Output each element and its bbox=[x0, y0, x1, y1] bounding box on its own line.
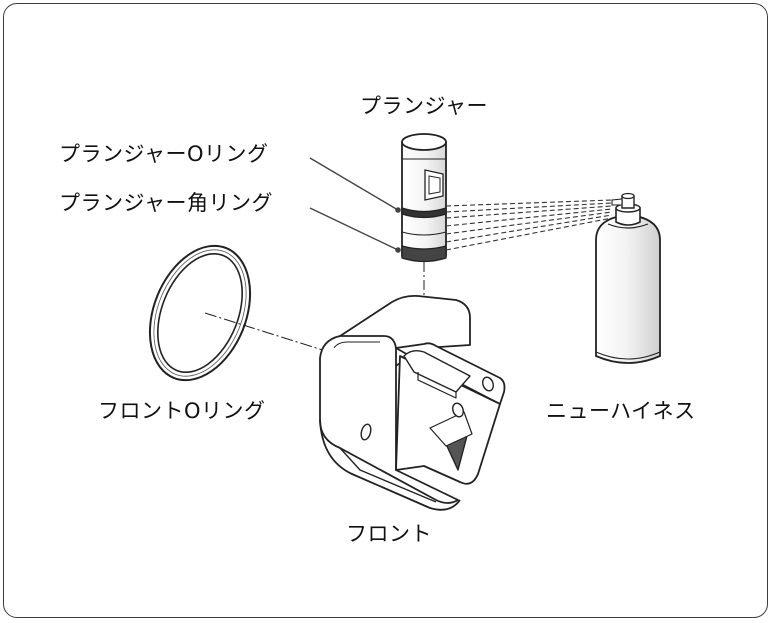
plunger bbox=[401, 133, 447, 300]
label-spray: ニューハイネス bbox=[546, 399, 696, 423]
label-plunger: プランジャー bbox=[360, 94, 488, 118]
label-front-o-ring: フロントOリング bbox=[98, 399, 266, 423]
front-o-ring bbox=[148, 244, 252, 382]
spray-can bbox=[595, 192, 661, 364]
spray-lines bbox=[445, 199, 613, 251]
plunger-o-ring-band bbox=[401, 207, 447, 219]
leader-dot-o-ring bbox=[395, 207, 401, 213]
leader-dot-square-ring bbox=[395, 247, 401, 253]
plunger-square-ring-band bbox=[401, 245, 447, 263]
leader-lines bbox=[309, 157, 399, 251]
label-front: フロント bbox=[346, 522, 432, 546]
label-plunger-o-ring: プランジャーOリング bbox=[59, 142, 268, 166]
front bbox=[319, 294, 506, 511]
label-plunger-square-ring: プランジャー角リング bbox=[59, 191, 273, 215]
